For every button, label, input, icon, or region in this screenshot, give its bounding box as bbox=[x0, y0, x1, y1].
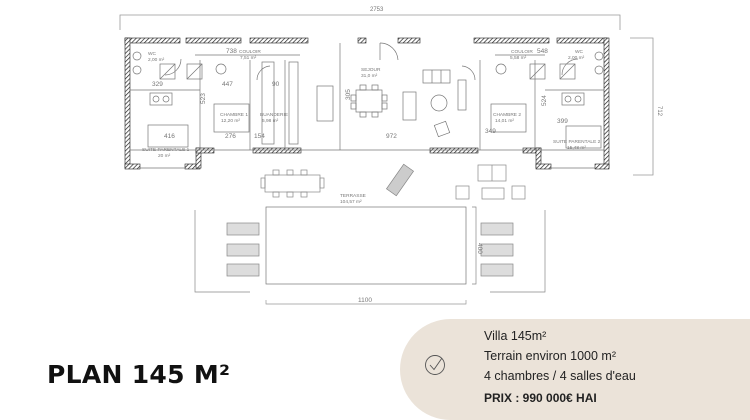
dim-524: 524 bbox=[541, 95, 548, 106]
dim-pool-length: 1100 bbox=[358, 297, 372, 304]
room-buanderie-name: BUANDERIE bbox=[260, 112, 288, 118]
room-wc-right-area: 2,00 m² bbox=[568, 55, 585, 61]
room-sejour-name: SEJOUR bbox=[361, 67, 381, 73]
dim-416: 416 bbox=[164, 133, 175, 140]
dim-972: 972 bbox=[386, 133, 397, 140]
dim-pool-width: 400 bbox=[476, 243, 483, 254]
info-terrain: Terrain environ 1000 m² bbox=[484, 349, 617, 363]
room-chambre2-name: CHAMBRE 2 bbox=[493, 112, 521, 118]
room-couloir-right-area: 5,58 m² bbox=[510, 55, 527, 61]
dim-90: 90 bbox=[272, 81, 280, 88]
dim-523: 523 bbox=[200, 93, 207, 104]
info-price: PRIX : 990 000€ HAI bbox=[484, 391, 597, 405]
room-sejour-area: 31,0 m² bbox=[361, 73, 378, 79]
room-terrasse-name: TERRASSE bbox=[340, 193, 366, 199]
info-panel bbox=[400, 319, 750, 420]
room-suite2-name: SUITE PARENTALE 2 bbox=[553, 139, 601, 145]
room-wc-left-area: 2,00 m² bbox=[148, 57, 165, 63]
room-wc-right-name: WC bbox=[575, 49, 584, 55]
terrace bbox=[194, 163, 546, 305]
room-chambre2-area: 14,01 m² bbox=[495, 118, 514, 124]
property-info: Villa 145m² Terrain environ 1000 m² 4 ch… bbox=[484, 326, 636, 408]
room-terrasse-area: 104,57 m² bbox=[340, 199, 362, 205]
dimension-overall-depth bbox=[630, 37, 654, 176]
dim-overall-width: 2753 bbox=[370, 7, 384, 13]
info-rooms: 4 chambres / 4 salles d'eau bbox=[484, 369, 636, 383]
dim-305: 305 bbox=[345, 89, 352, 100]
check-circle-icon bbox=[424, 354, 446, 376]
page-title: PLAN 145 M² bbox=[47, 360, 231, 389]
dim-couloir-left: 738 bbox=[226, 48, 237, 55]
dim-399: 399 bbox=[557, 118, 568, 125]
room-suite2-area: 15,48 m² bbox=[567, 145, 586, 151]
room-labels: WC 2,00 m² COULOIR 7,51 m² CHAMBRE 1 12,… bbox=[142, 49, 601, 205]
room-buanderie-area: 5,98 m² bbox=[262, 118, 279, 124]
room-couloir-left-name: COULOIR bbox=[239, 49, 261, 55]
room-chambre1-area: 12,20 m² bbox=[221, 118, 240, 124]
dim-349: 349 bbox=[485, 128, 496, 135]
room-suite1-area: 20 m² bbox=[158, 153, 171, 159]
dimension-overall-width bbox=[119, 14, 621, 30]
interior-walls bbox=[130, 42, 604, 169]
info-villa: Villa 145m² bbox=[484, 329, 547, 343]
dim-couloir-right: 548 bbox=[537, 48, 548, 55]
dim-447: 447 bbox=[222, 81, 233, 88]
dim-276: 276 bbox=[225, 133, 236, 140]
dimension-labels: 738 548 447 90 329 416 276 154 972 349 3… bbox=[152, 48, 568, 304]
room-couloir-right-name: COULOIR bbox=[511, 49, 533, 55]
dim-329: 329 bbox=[152, 81, 163, 88]
dim-overall-depth: 712 bbox=[656, 106, 662, 117]
room-wc-left-name: WC bbox=[148, 51, 157, 57]
room-chambre1-name: CHAMBRE 1 bbox=[220, 112, 248, 118]
exterior-walls bbox=[124, 37, 610, 170]
room-couloir-left-area: 7,51 m² bbox=[240, 55, 257, 61]
furniture bbox=[132, 51, 604, 149]
floor-plan: 2753 712 bbox=[119, 7, 662, 305]
dim-154: 154 bbox=[254, 133, 265, 140]
room-suite1-name: SUITE PARENTALE 1 bbox=[142, 147, 190, 153]
